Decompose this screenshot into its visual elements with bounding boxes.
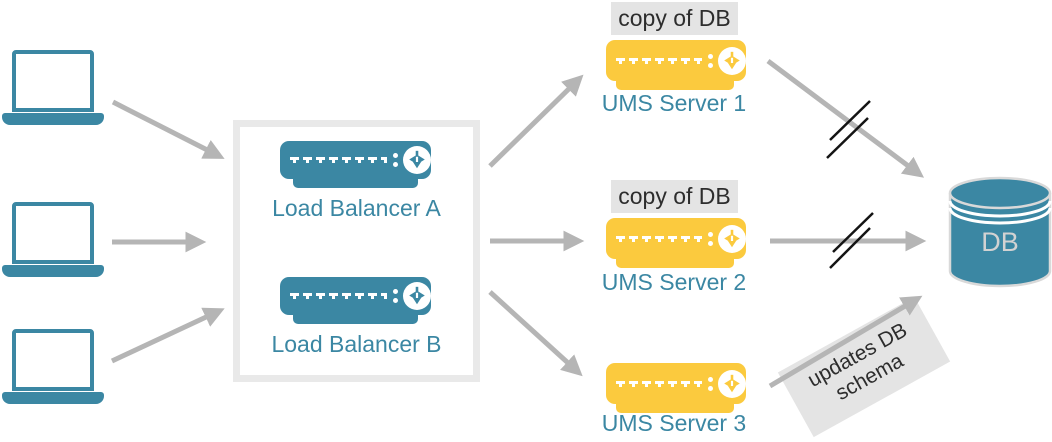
appliance-base (293, 314, 418, 324)
laptop-screen (12, 329, 94, 391)
ums-server-1-label: UMS Server 1 (601, 90, 747, 116)
appliance-body (606, 218, 746, 259)
copy-of-db-badge: copy of DB (611, 2, 738, 35)
laptop-icon (2, 202, 104, 277)
ums-server-2-label: UMS Server 2 (601, 269, 747, 295)
load-balancer-b-label: Load Balancer B (271, 331, 442, 357)
updates-db-schema-label: updates DB schema (777, 296, 951, 438)
broken-link-slashes-icon (826, 100, 874, 269)
load-balancer-a-label: Load Balancer A (272, 195, 441, 221)
ports-icon (290, 293, 387, 299)
load-balancer-appliance-icon (280, 141, 431, 188)
appliance-body (280, 141, 431, 179)
led-dots-icon (708, 376, 713, 391)
led-dots-icon (393, 289, 398, 303)
appliance-base (293, 178, 418, 188)
laptop-base (2, 113, 104, 125)
ums-server-appliance-icon (606, 363, 746, 413)
ports-icon (290, 157, 387, 163)
branch-arrows-icon (718, 224, 746, 253)
database-cylinder-icon: DB (948, 175, 1052, 290)
ums-server-3-label: UMS Server 3 (601, 410, 747, 436)
laptop-base (2, 392, 104, 404)
appliance-base (616, 80, 734, 90)
load-balancer-appliance-icon (280, 277, 431, 324)
laptop-icon (2, 50, 104, 125)
laptop-screen (12, 50, 94, 112)
led-dots-icon (393, 153, 398, 167)
branch-arrows-icon (403, 146, 431, 174)
appliance-body (606, 40, 746, 81)
branch-arrows-icon (718, 369, 746, 398)
ums-server-appliance-icon (606, 40, 746, 90)
laptop-screen (12, 202, 94, 264)
database-label: DB (981, 227, 1019, 257)
appliance-body (606, 363, 746, 404)
appliance-base (616, 258, 734, 268)
laptop-base (2, 265, 104, 277)
laptop-icon (2, 329, 104, 404)
led-dots-icon (708, 53, 713, 68)
ports-icon (616, 380, 702, 387)
ports-icon (616, 235, 702, 242)
ports-icon (616, 57, 702, 64)
led-dots-icon (708, 231, 713, 246)
branch-arrows-icon (403, 282, 431, 310)
appliance-base (616, 403, 734, 413)
copy-of-db-badge: copy of DB (611, 180, 738, 213)
ums-server-appliance-icon (606, 218, 746, 268)
appliance-body (280, 277, 431, 315)
branch-arrows-icon (718, 46, 746, 75)
